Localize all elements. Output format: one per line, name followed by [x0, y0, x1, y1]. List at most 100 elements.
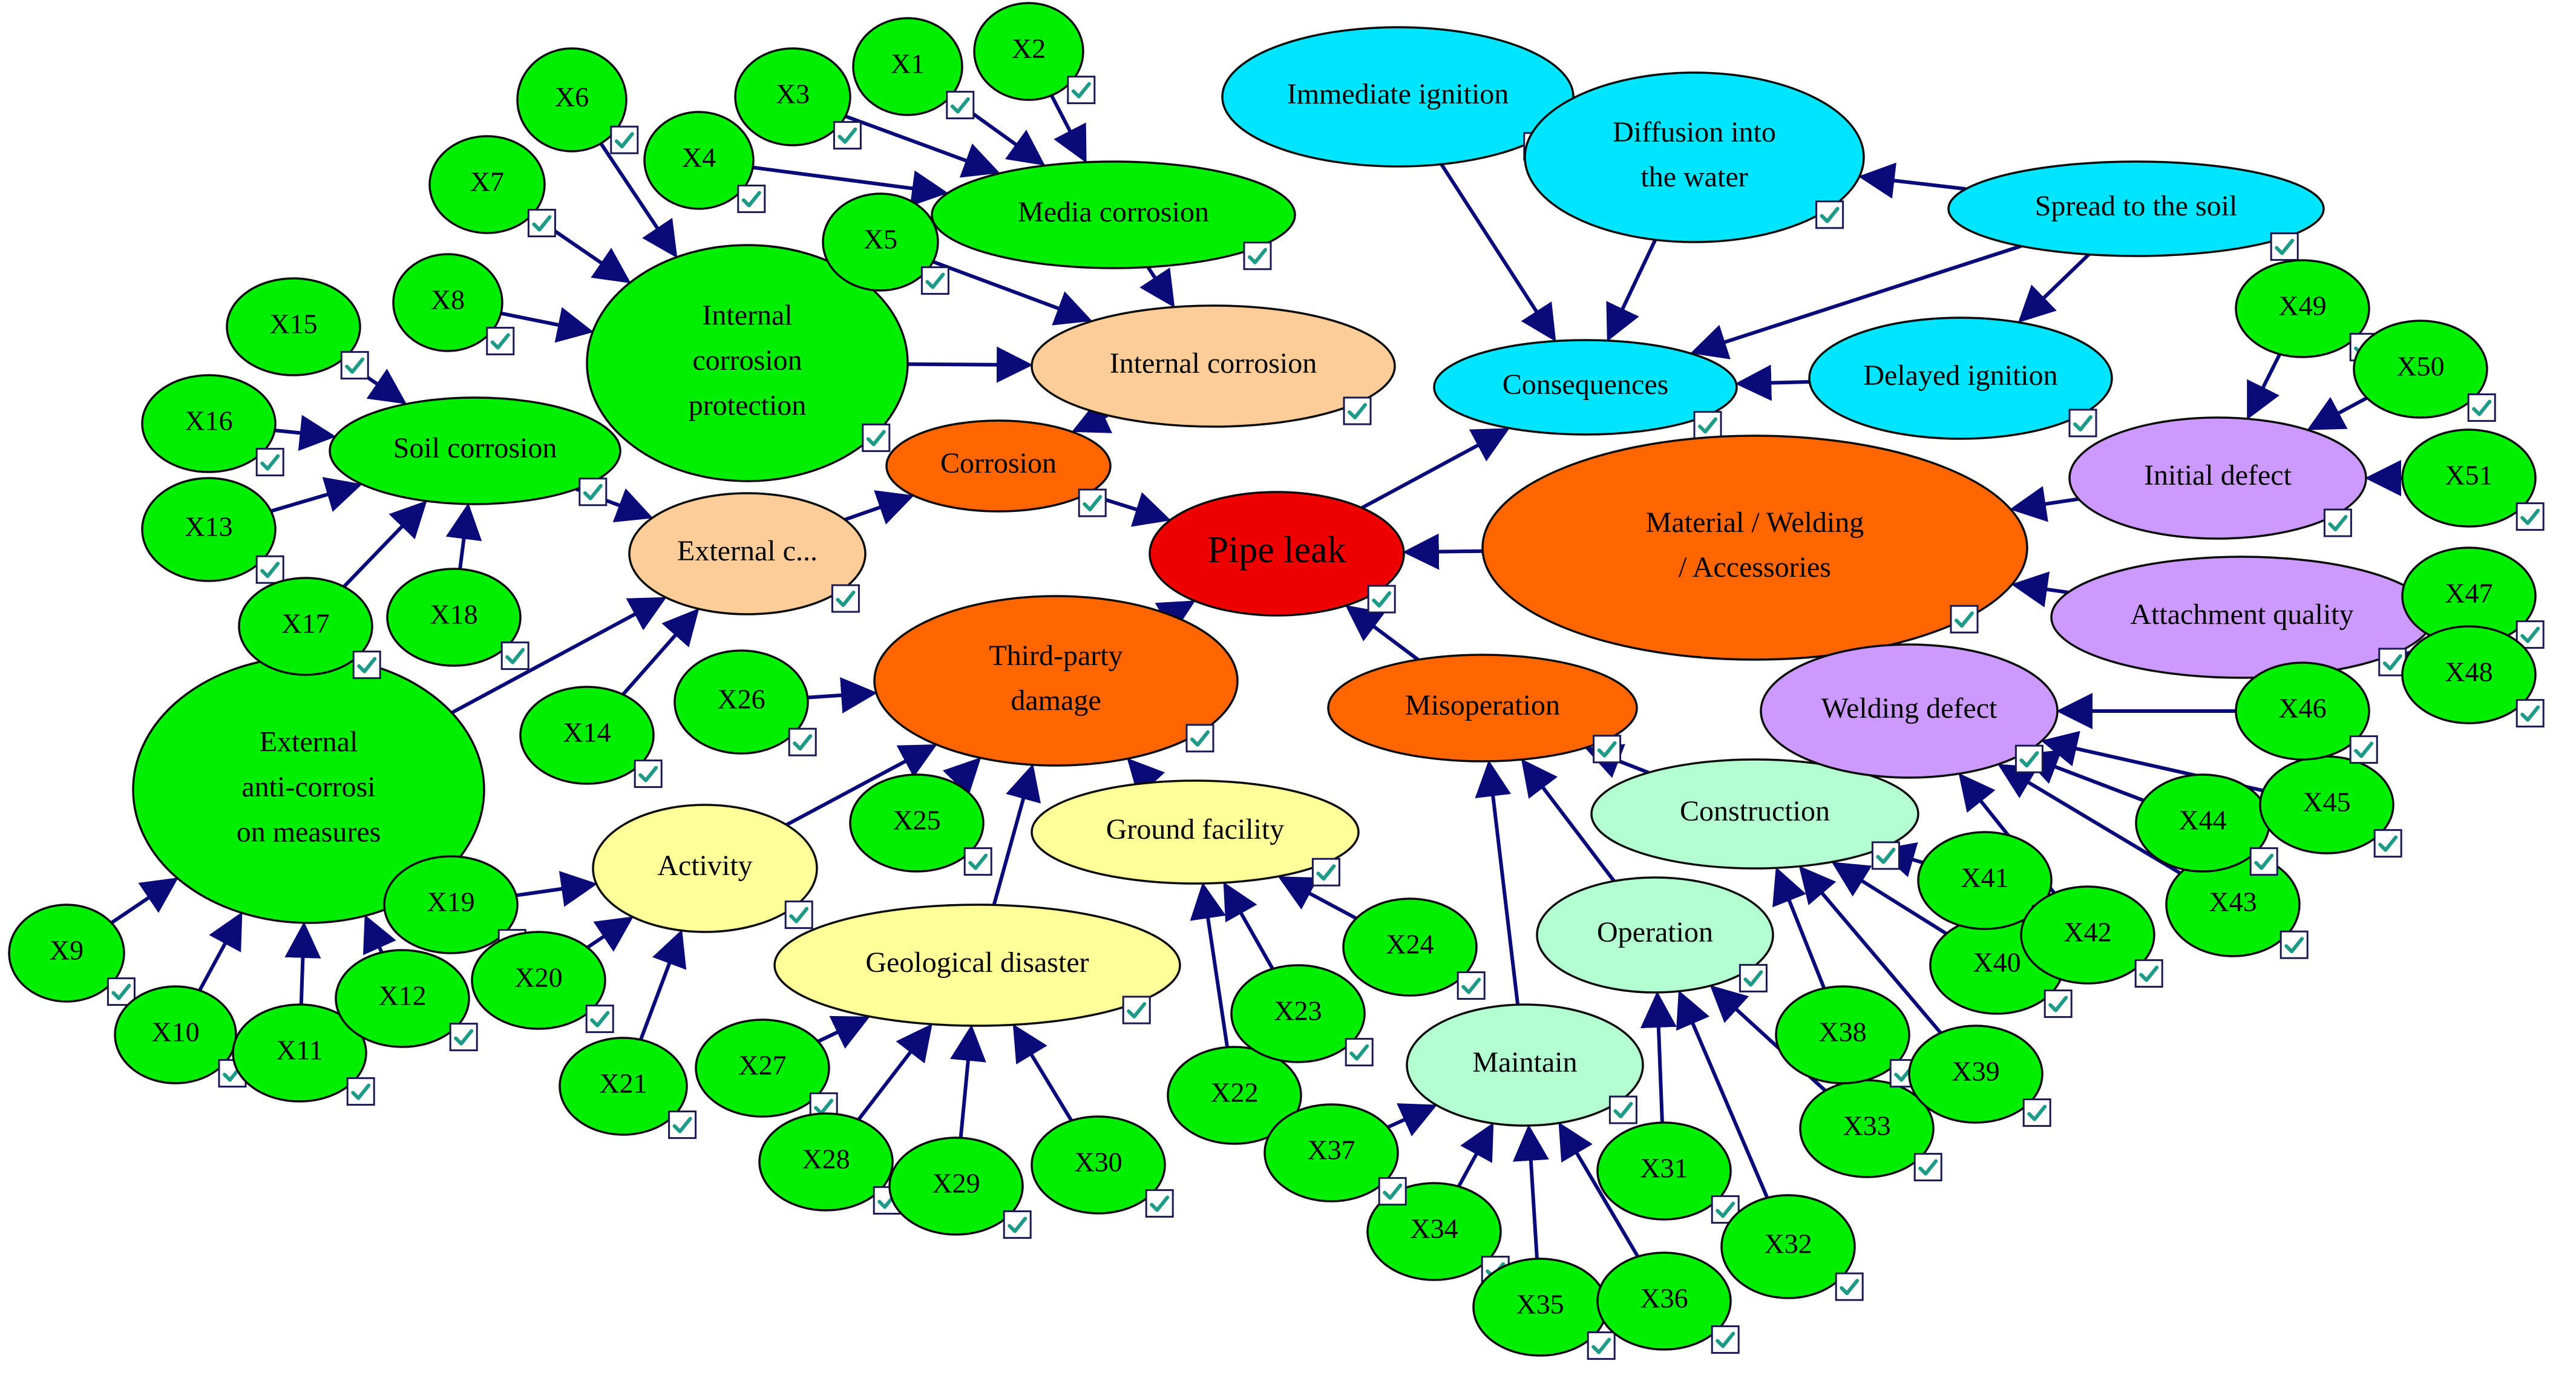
node-ellipse[interactable] — [335, 949, 470, 1048]
node-ellipse[interactable] — [329, 396, 621, 505]
node-ellipse[interactable] — [1481, 435, 2028, 661]
node-ellipse[interactable] — [1917, 831, 2053, 930]
node-ellipse[interactable] — [141, 477, 277, 582]
node-x18[interactable]: X18 — [386, 568, 529, 671]
node-ellipse[interactable] — [226, 277, 361, 376]
node-internal-corrosion[interactable]: Internal corrosion — [1031, 304, 1396, 428]
node-x10[interactable]: X10 — [114, 985, 247, 1088]
node-ellipse[interactable] — [392, 253, 503, 352]
node-ellipse[interactable] — [1908, 1025, 2043, 1124]
node-soil-corrosion[interactable]: Soil corrosion — [329, 396, 621, 507]
node-x43[interactable]: X43 — [2165, 852, 2309, 959]
node-x3[interactable]: X3 — [734, 47, 862, 150]
node-ellipse[interactable] — [849, 773, 985, 873]
node-x20[interactable]: X20 — [471, 931, 614, 1034]
node-ellipse[interactable] — [2401, 625, 2537, 724]
node-x1[interactable]: X1 — [852, 17, 975, 120]
node-ellipse[interactable] — [1536, 876, 1774, 994]
node-x14[interactable]: X14 — [519, 686, 663, 789]
node-x26[interactable]: X26 — [673, 649, 817, 756]
node-x11[interactable]: X11 — [232, 1003, 375, 1106]
node-ellipse[interactable] — [1433, 339, 1738, 436]
node-ellipse[interactable] — [1596, 1121, 1732, 1221]
node-x37[interactable]: X37 — [1263, 1103, 1407, 1206]
node-material[interactable]: Material / Welding/ Accessories — [1481, 435, 2028, 661]
node-ellipse[interactable] — [516, 47, 628, 153]
node-ellipse[interactable] — [1031, 1115, 1166, 1215]
node-ellipse[interactable] — [758, 1112, 894, 1212]
node-x47[interactable]: X47 — [2401, 546, 2545, 649]
node-ellipse[interactable] — [822, 192, 939, 292]
node-ellipse[interactable] — [114, 985, 237, 1084]
node-ellipse[interactable] — [592, 804, 818, 933]
node-ellipse[interactable] — [1149, 491, 1405, 617]
node-x6[interactable]: X6 — [516, 47, 639, 154]
node-ellipse[interactable] — [1720, 1194, 1856, 1299]
node-x46[interactable]: X46 — [2235, 661, 2378, 764]
node-x22[interactable]: X22 — [1167, 1046, 1310, 1149]
node-ellipse[interactable] — [519, 686, 655, 785]
node-x21[interactable]: X21 — [559, 1037, 697, 1140]
node-activity[interactable]: Activity — [592, 804, 818, 933]
node-ellipse[interactable] — [386, 568, 522, 667]
node-ellipse[interactable] — [1947, 160, 2325, 257]
node-immediate-ignition[interactable]: Immediate ignition — [1221, 26, 1575, 168]
node-ellipse[interactable] — [773, 904, 1181, 1027]
node-x39[interactable]: X39 — [1908, 1025, 2051, 1127]
node-ellipse[interactable] — [2235, 259, 2370, 358]
node-x45[interactable]: X45 — [2259, 755, 2402, 858]
node-ellipse[interactable] — [1327, 654, 1638, 763]
node-ellipse[interactable] — [673, 649, 809, 755]
node-x48[interactable]: X48 — [2401, 625, 2545, 728]
node-x29[interactable]: X29 — [888, 1136, 1032, 1239]
node-x38[interactable]: X38 — [1775, 985, 1918, 1088]
node-x15[interactable]: X15 — [226, 277, 369, 380]
node-ellipse[interactable] — [1031, 779, 1360, 885]
node-delayed-ignition[interactable]: Delayed ignition — [1808, 316, 2113, 440]
node-misoperation[interactable]: Misoperation — [1327, 654, 1638, 764]
node-operation[interactable]: Operation — [1536, 876, 1774, 994]
node-ellipse[interactable] — [628, 492, 867, 615]
node-x8[interactable]: X8 — [392, 253, 515, 356]
node-ellipse[interactable] — [383, 855, 519, 954]
node-ellipse[interactable] — [2235, 661, 2370, 761]
node-ellipse[interactable] — [141, 374, 277, 473]
node-ellipse[interactable] — [1221, 26, 1575, 168]
node-ellipse[interactable] — [2401, 428, 2537, 528]
node-x32[interactable]: X32 — [1720, 1194, 1864, 1301]
node-x31[interactable]: X31 — [1596, 1121, 1740, 1224]
node-ellipse[interactable] — [873, 595, 1239, 767]
node-x2[interactable]: X2 — [973, 2, 1096, 105]
node-x36[interactable]: X36 — [1596, 1251, 1740, 1354]
node-ellipse[interactable] — [643, 111, 755, 210]
node-ellipse[interactable] — [471, 931, 606, 1030]
node-ellipse[interactable] — [885, 419, 1112, 513]
node-ellipse[interactable] — [1406, 1003, 1644, 1127]
node-x50[interactable]: X50 — [2353, 320, 2496, 422]
node-x28[interactable]: X28 — [758, 1112, 902, 1215]
node-ellipse[interactable] — [1808, 316, 2113, 440]
node-x7[interactable]: X7 — [428, 135, 556, 238]
node-ellipse[interactable] — [2353, 320, 2488, 419]
node-x27[interactable]: X27 — [695, 1018, 838, 1121]
node-pipe-leak[interactable]: Pipe leak — [1149, 491, 1405, 617]
node-initial-defect[interactable]: Initial defect — [2068, 416, 2367, 540]
node-consequences[interactable]: Consequences — [1433, 339, 1738, 440]
node-ellipse[interactable] — [1596, 1251, 1732, 1351]
node-ellipse[interactable] — [428, 135, 546, 234]
node-welding-defect[interactable]: Welding defect — [1760, 643, 2059, 779]
node-x9[interactable]: X9 — [8, 904, 136, 1006]
node-ellipse[interactable] — [888, 1136, 1024, 1236]
node-ellipse[interactable] — [2020, 885, 2155, 985]
node-ellipse[interactable] — [1167, 1046, 1302, 1145]
node-ellipse[interactable] — [559, 1037, 688, 1136]
node-x44[interactable]: X44 — [2135, 773, 2278, 876]
node-x42[interactable]: X42 — [2020, 885, 2163, 988]
node-ellipse[interactable] — [1590, 758, 1919, 870]
node-x24[interactable]: X24 — [1342, 897, 1486, 1000]
node-ellipse[interactable] — [1342, 897, 1478, 997]
node-x35[interactable]: X35 — [1472, 1258, 1616, 1360]
node-ellipse[interactable] — [931, 160, 1296, 269]
